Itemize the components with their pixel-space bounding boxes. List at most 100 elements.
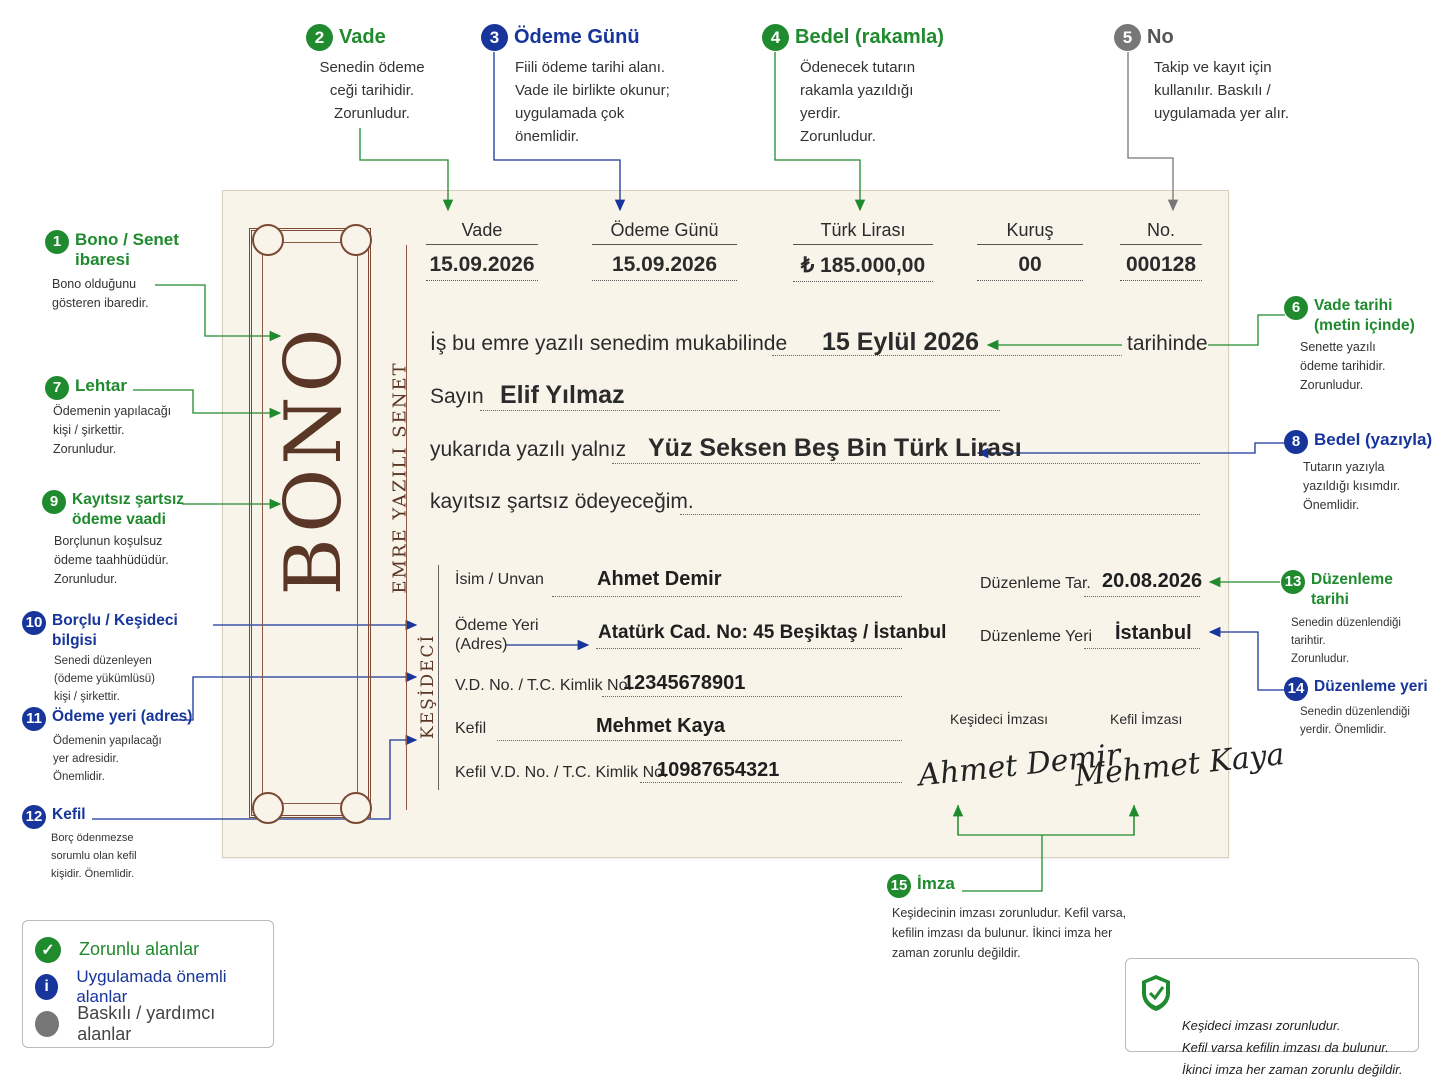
- callout-1-title: Bono / Senet ibaresi: [75, 230, 179, 269]
- duzenleme-tar-value: 20.08.2026: [1102, 570, 1203, 592]
- emre-yazili-senet-text: EMRE YAZILI SENET: [389, 361, 411, 594]
- kurus-label: Kuruş: [977, 220, 1083, 245]
- kefil-label: Kefil: [455, 720, 487, 737]
- connector-14: [1208, 626, 1285, 691]
- duzenleme-yeri-value: İstanbul: [1115, 622, 1192, 644]
- kesideci-imza-label: Keşideci İmzası: [950, 711, 1049, 727]
- side-divider: [406, 245, 407, 810]
- info-icon: i: [35, 973, 59, 1000]
- info-box-text: Keşideci imzası zorunludur. Kefil varsa …: [1182, 1018, 1403, 1077]
- vade-label: Vade: [426, 220, 538, 245]
- connector-4: [774, 52, 866, 212]
- odeme-gunu-value: 15.09.2026: [592, 253, 737, 281]
- callout-9-title: Kayıtsız şartsız ödeme vaadi: [72, 491, 184, 528]
- callout-13-desc: Senedin düzenlendiği tarihtir. Zorunludu…: [1291, 617, 1401, 665]
- badge-7: 7: [45, 376, 69, 400]
- callout-12-title: Kefil: [52, 806, 86, 823]
- callout-11: 11 Ödeme yeri (adres) Ödemenin yapılacağı…: [22, 707, 222, 786]
- ornament-bottom-left-icon: [252, 792, 284, 824]
- legend-box: ✓ Zorunlu alanlar i Uygulamada önemli al…: [22, 920, 274, 1048]
- bono-title: BONO: [269, 324, 359, 596]
- turk-lirasi-value: ₺ 185.000,00: [793, 253, 933, 282]
- odeme-yeri-fill: [596, 648, 902, 649]
- connector-8: [976, 442, 1285, 459]
- kesideci-vertical-text: KEŞİDECİ: [418, 633, 438, 739]
- callout-12-desc: Borç ödenmezse sorumlu olan kefil kişidi…: [51, 832, 137, 880]
- callout-13-title: Düzenleme tarihi: [1311, 571, 1393, 608]
- odeme-gunu-label: Ödeme Günü: [592, 220, 737, 245]
- badge-11: 11: [22, 707, 46, 731]
- callout-11-desc: Ödemenin yapılacağı yer adresidir. Öneml…: [53, 735, 162, 783]
- callout-2: 2 Vade Senedin ödeme ceği tarihidir. Zoru…: [306, 24, 446, 125]
- badge-6: 6: [1284, 296, 1308, 320]
- badge-2: 2: [306, 24, 333, 51]
- line4-fill: [680, 514, 1200, 515]
- callout-4-title: Bedel (rakamla): [795, 26, 944, 48]
- vade-value: 15.09.2026: [426, 253, 538, 281]
- line3-fill: [612, 463, 1200, 464]
- ornamental-frame: [249, 228, 371, 818]
- line1-suffix: tarihinde: [1127, 332, 1208, 355]
- callout-7-desc: Ödemenin yapılacağı kişi / şirkettir. Zo…: [53, 404, 172, 456]
- vd-label: V.D. No. / T.C. Kimlik No.: [455, 677, 632, 694]
- kefil-vd-value: 10987654321: [657, 759, 780, 781]
- legend-printed: Baskılı / yardımcı alanlar: [35, 1003, 261, 1044]
- kefil-vd-fill: [640, 782, 902, 783]
- callout-8-desc: Tutarın yazıyla yazıldığı kısımdır. Önem…: [1303, 460, 1401, 512]
- callout-11-title: Ödeme yeri (adres): [52, 708, 193, 725]
- badge-12: 12: [22, 805, 46, 829]
- callout-2-desc: Senedin ödeme ceği tarihidir. Zorunludur…: [319, 59, 425, 122]
- line1-prefix: İş bu emre yazılı senedim mukabilinde: [430, 332, 788, 355]
- connector-1: [155, 284, 282, 342]
- legend-important-label: Uygulamada önemli alanlar: [76, 966, 227, 1006]
- badge-13: 13: [1281, 570, 1305, 594]
- no-value: 000128: [1120, 253, 1202, 281]
- badge-3: 3: [481, 24, 508, 51]
- callout-5-desc: Takip ve kayıt için kullanılır. Baskılı …: [1154, 59, 1290, 122]
- callout-6-desc: Senette yazılı ödeme tarihidir. Zorunlud…: [1300, 340, 1386, 392]
- ornamental-frame-inner: [262, 242, 358, 804]
- badge-10: 10: [22, 611, 46, 635]
- line3-amount: Yüz Seksen Beş Bin Türk Lirası: [648, 434, 1022, 462]
- duzenleme-tar-label: Düzenleme Tar.: [980, 575, 1091, 592]
- check-icon: ✓: [35, 936, 61, 963]
- callout-2-title: Vade: [339, 26, 386, 48]
- kurus-value: 00: [977, 253, 1083, 281]
- kefil-vd-label: Kefil V.D. No. / T.C. Kimlik No.: [455, 764, 668, 781]
- callout-10-desc: Senedi düzenleyen (ödeme yükümlüsü) kişi…: [54, 655, 155, 703]
- callout-3-title: Ödeme Günü: [514, 26, 640, 48]
- vd-fill: [602, 696, 902, 697]
- isim-fill: [552, 596, 902, 597]
- line1-date: 15 Eylül 2026: [822, 328, 980, 356]
- connector-2: [359, 128, 454, 212]
- kefil-fill: [497, 740, 902, 741]
- connector-3: [493, 52, 626, 212]
- header-turk-lirasi: Türk Lirası ₺ 185.000,00: [793, 220, 933, 282]
- connector-6: [1208, 314, 1285, 346]
- no-label: No.: [1120, 220, 1202, 245]
- callout-14-title: Düzenleme yeri: [1314, 678, 1428, 695]
- turk-lirasi-label: Türk Lirası: [793, 220, 933, 245]
- callout-8-title: Bedel (yazıyla): [1314, 430, 1433, 449]
- line2-name: Elif Yılmaz: [500, 381, 625, 409]
- callout-12: 12 Kefil Borç ödenmezse sorumlu olan kefi…: [22, 805, 222, 883]
- badge-4: 4: [762, 24, 789, 51]
- ornament-bottom-right-icon: [340, 792, 372, 824]
- legend-important: i Uygulamada önemli alanlar: [35, 966, 261, 1006]
- isim-label: İsim / Unvan: [455, 571, 544, 588]
- line2-fill: [480, 410, 1000, 411]
- callout-15-desc: Keşidecinin imzası zorunludur. Kefil var…: [892, 906, 1127, 960]
- header-odeme-gunu: Ödeme Günü 15.09.2026: [592, 220, 737, 281]
- shield-check-icon: [1142, 975, 1170, 1011]
- duzenleme-yeri-fill: [1084, 648, 1200, 649]
- duzenleme-yeri-label: Düzenleme Yeri: [980, 628, 1093, 645]
